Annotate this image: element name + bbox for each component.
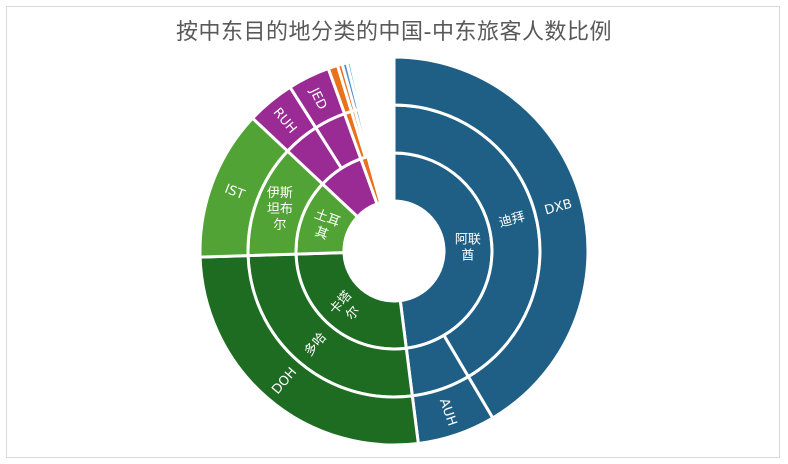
city-label: 伊斯坦布尔 [267, 186, 293, 233]
chart-title: 按中东目的地分类的中国-中东旅客人数比例 [176, 20, 612, 45]
country-label: 阿联酋 [455, 232, 481, 263]
city-label: 迪拜 [498, 210, 527, 231]
airport-label: DXB [543, 197, 574, 219]
airport-segment [392, 55, 590, 421]
country-label: 土耳其 [307, 207, 342, 245]
airport-label: IST [222, 182, 246, 203]
airport-segment [345, 60, 364, 112]
